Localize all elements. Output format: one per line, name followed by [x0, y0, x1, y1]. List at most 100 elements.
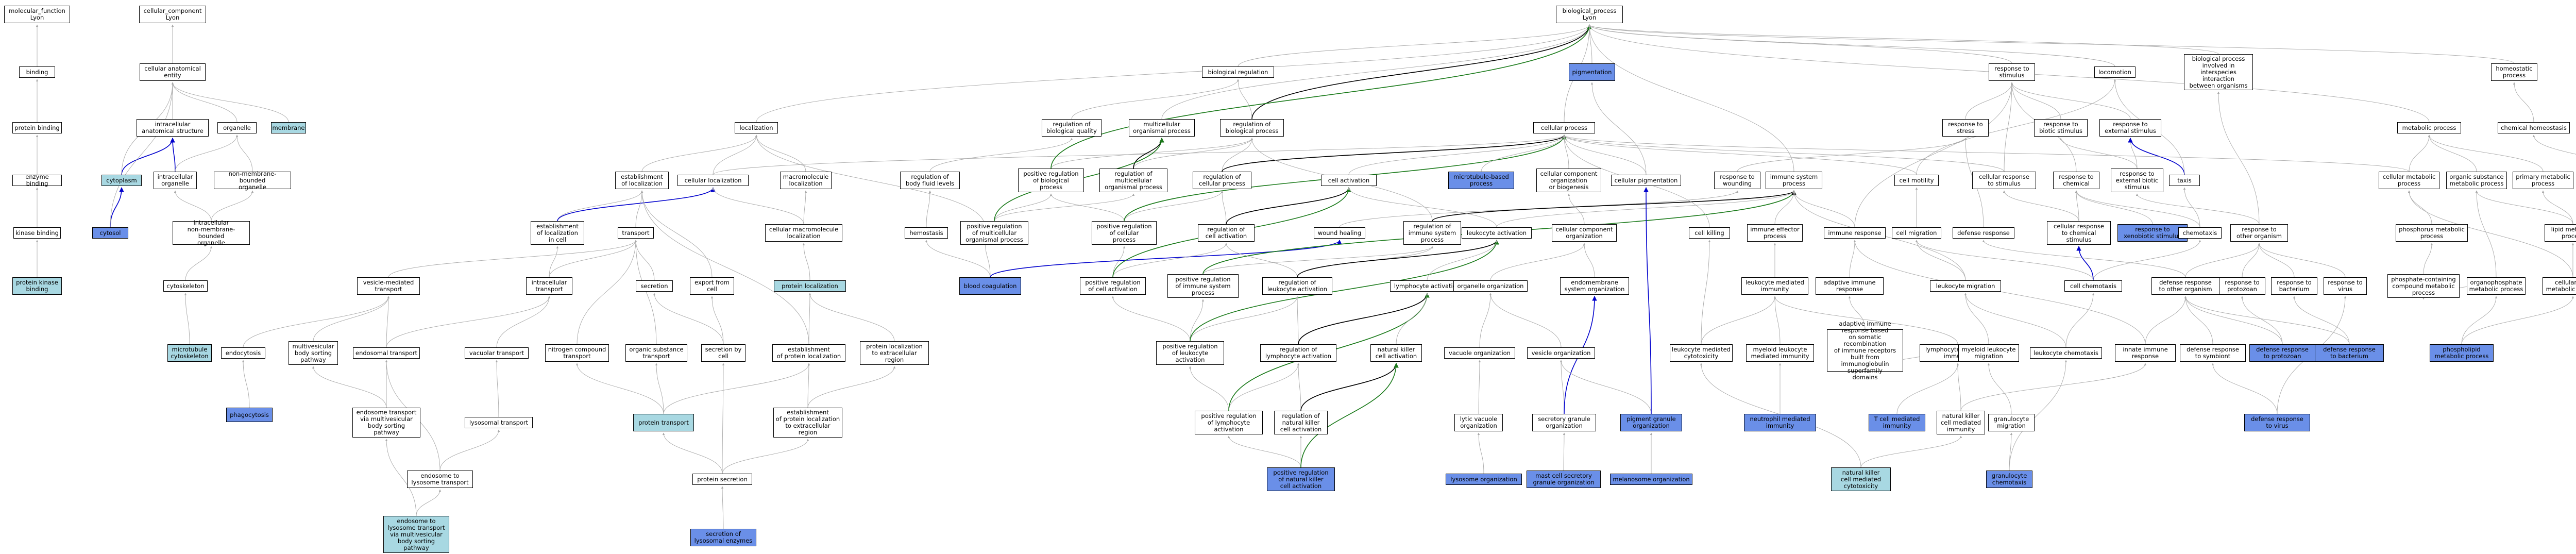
node-protein-kinase-binding[interactable]: protein kinase binding — [12, 277, 62, 295]
node-protein-localization[interactable]: protein localization — [774, 280, 846, 292]
node-cellular-component-organization-or-biogenesis[interactable]: cellular component organization or bioge… — [1536, 169, 1601, 192]
node-natural-killer-cell-mediated-immunity[interactable]: natural killer cell mediated immunity — [1937, 411, 1985, 434]
node-membrane[interactable]: membrane — [271, 122, 306, 133]
node-cellular-component-organization[interactable]: cellular component organization — [1552, 224, 1617, 242]
node-regulation-of-multicellular-organismal-process[interactable]: regulation of multicellular organismal p… — [1099, 169, 1167, 192]
node-chemical-homeostasis[interactable]: chemical homeostasis — [2498, 122, 2570, 133]
node-cell-activation[interactable]: cell activation — [1321, 175, 1377, 186]
node-endocytosis[interactable]: endocytosis — [221, 347, 265, 359]
node-innate-immune-response[interactable]: innate immune response — [2115, 344, 2176, 362]
node-protein-binding[interactable]: protein binding — [12, 122, 62, 133]
node-organic-substance-transport[interactable]: organic substance transport — [625, 344, 687, 362]
node-biological-process[interactable]: biological_process Lyon — [1556, 6, 1623, 23]
node-cellular-response-to-chemical-stimulus[interactable]: cellular response to chemical stimulus — [2047, 221, 2111, 245]
node-lymphocyte-activation[interactable]: lymphocyte activation — [1390, 280, 1464, 292]
node-regulation-of-immune-system-process[interactable]: regulation of immune system process — [1403, 221, 1461, 245]
node-pigment-granule-organization[interactable]: pigment granule organization — [1620, 414, 1682, 431]
node-establishment-of-localization[interactable]: establishment of localization — [615, 172, 669, 189]
node-secretion-by-cell[interactable]: secretion by cell — [701, 344, 745, 362]
node-endosome-transport-via-mvb[interactable]: endosome transport via multivesicular bo… — [352, 408, 420, 438]
node-protein-localization-to-extracellular-region[interactable]: protein localization to extracellular re… — [860, 341, 929, 365]
node-neutrophil-mediated-immunity[interactable]: neutrophil mediated immunity — [1744, 414, 1816, 431]
node-leukocyte-mediated-immunity[interactable]: leukocyte mediated immunity — [1741, 277, 1808, 295]
node-vesicle-organization[interactable]: vesicle organization — [1527, 347, 1595, 359]
node-defense-response[interactable]: defense response — [1953, 227, 2014, 239]
node-melanosome-organization[interactable]: melanosome organization — [1610, 474, 1692, 485]
node-locomotion[interactable]: locomotion — [2094, 66, 2136, 78]
node-positive-regulation-of-immune-system-process[interactable]: positive regulation of immune system pro… — [1167, 274, 1239, 298]
node-cellular-lipid-metabolic-process[interactable]: cellular lipid metabolic process — [2543, 277, 2576, 295]
node-cellular-response-to-stimulus[interactable]: cellular response to stimulus — [1972, 172, 2036, 189]
node-lysosomal-transport[interactable]: lysosomal transport — [465, 417, 533, 428]
node-export-from-cell[interactable]: export from cell — [690, 277, 734, 295]
node-response-to-other-organism[interactable]: response to other organism — [2230, 224, 2288, 242]
node-kinase-binding[interactable]: kinase binding — [13, 227, 61, 239]
node-phosphorus-metabolic-process[interactable]: phosphorus metabolic process — [2396, 224, 2468, 242]
node-lipid-metabolic-process[interactable]: lipid metabolic process — [2545, 224, 2576, 242]
node-cellular-metabolic-process[interactable]: cellular metabolic process — [2379, 172, 2439, 189]
node-response-to-stress[interactable]: response to stress — [1942, 119, 1989, 137]
node-binding[interactable]: binding — [19, 66, 55, 78]
node-cell-killing[interactable]: cell killing — [1689, 227, 1730, 239]
node-immune-system-process[interactable]: immune system process — [1766, 172, 1822, 189]
node-positive-regulation-of-multicellular-organismal-process[interactable]: positive regulation of multicellular org… — [960, 221, 1028, 245]
node-intracellular-non-membrane-bounded-organelle[interactable]: intracellular non-membrane-bounded organ… — [173, 220, 250, 246]
node-biological-regulation[interactable]: biological regulation — [1202, 66, 1274, 78]
node-molecular-function[interactable]: molecular_function Lyon — [4, 6, 70, 23]
node-multivesicular-body-sorting-pathway[interactable]: multivesicular body sorting pathway — [289, 341, 338, 365]
node-wound-healing[interactable]: wound healing — [1314, 227, 1365, 239]
node-mast-cell-secretory-granule-organization[interactable]: mast cell secretory granule organization — [1527, 471, 1601, 488]
node-positive-regulation-of-biological-process[interactable]: positive regulation of biological proces… — [1018, 169, 1084, 192]
node-secretion[interactable]: secretion — [636, 280, 673, 292]
node-multicellular-organismal-process[interactable]: multicellular organismal process — [1129, 119, 1195, 137]
node-regulation-of-lymphocyte-activation[interactable]: regulation of lymphocyte activation — [1260, 344, 1336, 362]
node-cytoplasm[interactable]: cytoplasm — [101, 175, 142, 186]
node-defense-response-to-other-organism[interactable]: defense response to other organism — [2151, 277, 2219, 295]
node-phosphate-containing-compound-metabolic-process[interactable]: phosphate-containing compound metabolic … — [2387, 274, 2460, 298]
node-leukocyte-chemotaxis[interactable]: leukocyte chemotaxis — [2030, 347, 2102, 359]
node-response-to-wounding[interactable]: response to wounding — [1714, 172, 1760, 189]
node-pigmentation[interactable]: pigmentation — [1569, 63, 1615, 81]
node-phospholipid-metabolic-process[interactable]: phospholipid metabolic process — [2430, 344, 2494, 362]
node-response-to-biotic-stimulus[interactable]: response to biotic stimulus — [2034, 119, 2088, 137]
node-regulation-of-cellular-process[interactable]: regulation of cellular process — [1193, 172, 1251, 189]
node-positive-regulation-of-cellular-process[interactable]: positive regulation of cellular process — [1092, 221, 1157, 245]
node-vesicle-mediated-transport[interactable]: vesicle-mediated transport — [357, 277, 420, 295]
node-t-cell-mediated-immunity[interactable]: T cell mediated immunity — [1869, 414, 1925, 431]
node-leukocyte-migration[interactable]: leukocyte migration — [1930, 280, 2001, 292]
node-nitrogen-compound-transport[interactable]: nitrogen compound transport — [545, 344, 609, 362]
node-natural-killer-cell-mediated-cytotoxicity[interactable]: natural killer cell mediated cytotoxicit… — [1831, 467, 1891, 491]
node-endosome-to-lysosome-transport-via-mvb[interactable]: endosome to lysosome transport via multi… — [383, 516, 449, 553]
node-regulation-of-body-fluid-levels[interactable]: regulation of body fluid levels — [900, 172, 960, 189]
node-establishment-of-protein-localization-to-extracellular-region[interactable]: establishment of protein localization to… — [773, 408, 842, 438]
node-regulation-of-biological-quality[interactable]: regulation of biological quality — [1042, 119, 1101, 137]
node-biological-process-involved-in-interspecies[interactable]: biological process involved in interspec… — [2184, 54, 2253, 90]
node-lysosome-organization[interactable]: lysosome organization — [1446, 474, 1522, 485]
node-vacuolar-transport[interactable]: vacuolar transport — [465, 347, 529, 359]
node-microtubule-cytoskeleton[interactable]: microtubule cytoskeleton — [167, 344, 212, 362]
node-leukocyte-activation[interactable]: leukocyte activation — [1462, 227, 1532, 239]
node-homeostatic-process[interactable]: homeostatic process — [2491, 63, 2537, 81]
node-enzyme-binding[interactable]: enzyme binding — [12, 174, 62, 187]
node-cell-motility[interactable]: cell motility — [1894, 175, 1939, 186]
node-natural-killer-cell-activation[interactable]: natural killer cell activation — [1370, 344, 1422, 362]
node-regulation-of-natural-killer-cell-activation[interactable]: regulation of natural killer cell activa… — [1274, 411, 1328, 434]
node-organophosphate-metabolic-process[interactable]: organophosphate metabolic process — [2467, 277, 2526, 295]
node-positive-regulation-of-lymphocyte-activation[interactable]: positive regulation of lymphocyte activa… — [1195, 411, 1263, 434]
node-adaptive-immune-response[interactable]: adaptive immune response — [1816, 277, 1884, 295]
node-defense-response-to-bacterium[interactable]: defense response to bacterium — [2315, 344, 2384, 362]
node-defense-response-to-symbiont[interactable]: defense response to symbiont — [2180, 344, 2246, 362]
node-cell-migration[interactable]: cell migration — [1892, 227, 1941, 239]
node-response-to-xenobiotic-stimulus[interactable]: response to xenobiotic stimulus — [2117, 224, 2188, 242]
node-cellular-anatomical-entity[interactable]: cellular anatomical entity — [140, 63, 206, 81]
node-myeloid-leukocyte-mediated-immunity[interactable]: myeloid leukocyte mediated immunity — [1746, 344, 1814, 362]
node-secretory-granule-organization[interactable]: secretory granule organization — [1532, 414, 1596, 431]
node-positive-regulation-of-cell-activation[interactable]: positive regulation of cell activation — [1080, 277, 1146, 295]
node-immune-effector-process[interactable]: immune effector process — [1747, 224, 1803, 242]
node-protein-transport[interactable]: protein transport — [633, 414, 694, 431]
node-organelle-organization[interactable]: organelle organization — [1453, 280, 1528, 292]
node-protein-secretion[interactable]: protein secretion — [692, 474, 752, 485]
node-cell-chemotaxis[interactable]: cell chemotaxis — [2064, 280, 2122, 292]
node-blood-coagulation[interactable]: blood coagulation — [959, 277, 1021, 295]
node-establishment-of-protein-localization[interactable]: establishment of protein localization — [772, 344, 845, 362]
